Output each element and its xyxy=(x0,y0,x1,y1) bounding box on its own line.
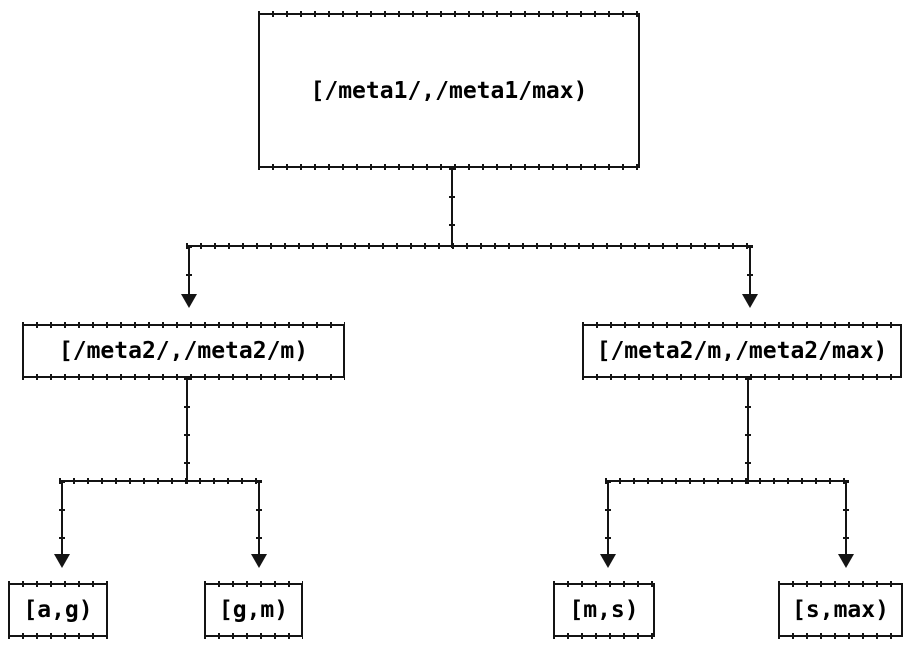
connector-root-bar xyxy=(186,243,753,249)
arrowhead-down-icon xyxy=(181,294,197,308)
arrowhead-down-icon xyxy=(600,554,616,568)
tree-node-meta2-left-range: [/meta2/,/meta2/m) xyxy=(22,322,345,380)
connector-meta2-right-right-drop xyxy=(843,481,849,555)
node-label: [/meta2/m,/meta2/max) xyxy=(596,338,888,364)
node-label: [/meta1/,/meta1/max) xyxy=(310,77,588,104)
connector-root-left-drop xyxy=(186,246,192,294)
connector-meta2-left-stem xyxy=(184,378,190,484)
connector-root-right-drop xyxy=(747,246,753,294)
node-label: [m,s) xyxy=(569,597,639,623)
tree-node-leaf-s-max: [s,max) xyxy=(778,581,903,639)
tree-node-meta1-range: [/meta1/,/meta1/max) xyxy=(258,11,640,170)
arrowhead-down-icon xyxy=(742,294,758,308)
arrowhead-down-icon xyxy=(251,554,267,568)
connector-meta2-right-stem xyxy=(745,378,751,484)
node-label: [a,g) xyxy=(23,597,93,623)
connector-meta2-right-bar xyxy=(605,478,849,484)
node-label: [g,m) xyxy=(218,597,289,623)
connector-meta2-right-left-drop xyxy=(605,481,611,555)
node-label: [/meta2/,/meta2/m) xyxy=(58,338,309,364)
tree-node-meta2-right-range: [/meta2/m,/meta2/max) xyxy=(582,322,902,380)
node-label: [s,max) xyxy=(792,597,889,623)
tree-node-leaf-a-g: [a,g) xyxy=(8,581,108,639)
connector-meta2-left-right-drop xyxy=(256,481,262,555)
arrowhead-down-icon xyxy=(54,554,70,568)
connector-meta2-left-bar xyxy=(59,478,262,484)
connector-meta2-left-left-drop xyxy=(59,481,65,555)
tree-node-leaf-m-s: [m,s) xyxy=(553,581,655,639)
arrowhead-down-icon xyxy=(838,554,854,568)
tree-node-leaf-g-m: [g,m) xyxy=(204,581,303,639)
connector-root-stem xyxy=(449,168,455,248)
